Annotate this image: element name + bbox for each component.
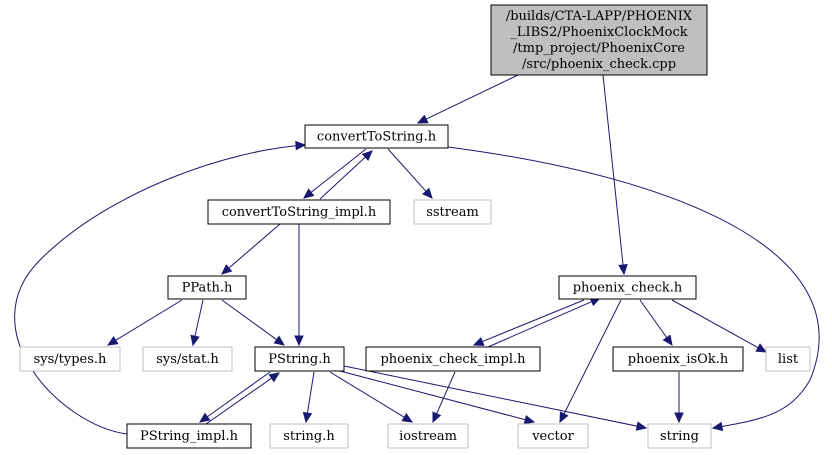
node-box — [304, 124, 449, 149]
node-box — [490, 4, 708, 76]
node-box — [413, 199, 492, 225]
edge-PString_h-to-PString_impl_h — [198, 371, 271, 423]
node-PPath-h[interactable]: PPath.h — [167, 275, 247, 300]
node-box — [647, 423, 712, 449]
node-root[interactable]: /builds/CTA-LAPP/PHOENIX_LIBS2/PhoenixCl… — [490, 4, 708, 76]
node-phoenix-isOk-h[interactable]: phoenix_isOk.h — [612, 346, 744, 372]
node-label: string — [660, 429, 699, 444]
node-convertToString-impl-h[interactable]: convertToString_impl.h — [207, 199, 391, 225]
edge-convertToString_impl_h-to-PString_h — [294, 224, 304, 347]
edge-phoenix_isOk_h-to-string — [674, 372, 684, 424]
edge-convertToString_impl_h-to-PPath_h — [221, 223, 281, 275]
node-PString-impl-h[interactable]: PString_impl.h — [126, 423, 252, 449]
edge-root-to-convertToString_h — [416, 74, 519, 124]
edge-convertToString_h-to-string — [447, 146, 820, 432]
node-label: iostream — [399, 429, 457, 444]
node-box — [765, 346, 811, 372]
edge-PString_impl_h-to-convertToString_h — [14, 140, 307, 435]
node-label: phoenix_check.h — [573, 281, 683, 296]
node-label: list — [778, 352, 799, 367]
node-convertToString-h[interactable]: convertToString.h — [304, 124, 449, 149]
node-label: /src/phoenix_check.cpp — [522, 57, 676, 72]
node-list: list — [765, 346, 811, 372]
edge-convertToString_h-to-sstream — [387, 148, 433, 199]
node-iostream: iostream — [387, 423, 469, 449]
node-box — [269, 423, 349, 449]
node-label: PPath.h — [182, 281, 233, 296]
node-box — [142, 346, 233, 372]
node-label: sys/types.h — [34, 352, 107, 367]
edge-PString_h-to-iostream — [329, 371, 414, 423]
node-box — [207, 199, 391, 225]
edge-phoenix_check_impl_h-to-phoenix_check_h — [487, 297, 602, 348]
edge-root-to-phoenix_check_h — [602, 74, 628, 276]
node-sstream: sstream — [413, 199, 492, 225]
edge-PPath_h-to-sys_stat_h — [190, 299, 204, 347]
node-label: phoenix_check_impl.h — [380, 352, 526, 367]
node-label: PString_impl.h — [140, 429, 239, 444]
edge-phoenix_check_h-to-phoenix_check_impl_h — [472, 299, 585, 346]
edge-convertToString_h-to-convertToString_impl_h — [303, 148, 367, 199]
node-label: sstream — [426, 205, 479, 220]
node-label: convertToString_impl.h — [222, 205, 377, 220]
edge-phoenix_check_h-to-list — [671, 299, 768, 353]
node-box — [126, 423, 252, 449]
node-string: string — [647, 423, 712, 449]
node-PString-h[interactable]: PString.h — [254, 346, 345, 372]
node-box — [558, 275, 697, 300]
node-box — [517, 423, 589, 449]
nodes-layer: /builds/CTA-LAPP/PHOENIX_LIBS2/PhoenixCl… — [19, 4, 811, 449]
node-label: /builds/CTA-LAPP/PHOENIX — [506, 9, 693, 24]
node-sys-types-h: sys/types.h — [19, 346, 121, 372]
node-box — [612, 346, 744, 372]
node-box — [365, 346, 541, 372]
edge-PString_impl_h-to-PString_h — [205, 372, 281, 425]
node-box — [254, 346, 345, 372]
node-box — [19, 346, 121, 372]
edge-phoenix_check_impl_h-to-iostream — [432, 371, 456, 424]
node-box — [167, 275, 247, 300]
node-vector: vector — [517, 423, 589, 449]
edge-PString_h-to-vector — [339, 370, 536, 425]
edge-phoenix_check_h-to-phoenix_isOk_h — [639, 299, 673, 347]
node-string-h: string.h — [269, 423, 349, 449]
node-sys-stat-h: sys/stat.h — [142, 346, 233, 372]
node-label: sys/stat.h — [156, 352, 219, 367]
node-label: /tmp_project/PhoenixCore — [513, 41, 685, 56]
edge-convertToString_impl_h-to-convertToString_h — [319, 150, 373, 200]
node-label: string.h — [283, 429, 335, 444]
edge-phoenix_check_h-to-vector — [559, 299, 622, 424]
edge-PPath_h-to-PString_h — [221, 299, 285, 346]
node-label: phoenix_isOk.h — [628, 352, 729, 367]
node-label: vector — [531, 429, 574, 444]
node-label: convertToString.h — [317, 130, 437, 145]
node-label: PString.h — [268, 352, 331, 367]
edge-PString_h-to-string_h — [302, 371, 315, 424]
edge-PPath_h-to-sys_types_h — [106, 299, 183, 346]
node-phoenix-check-impl-h[interactable]: phoenix_check_impl.h — [365, 346, 541, 372]
node-box — [387, 423, 469, 449]
edges-layer — [14, 74, 820, 435]
edge-PString_h-to-string — [343, 365, 648, 431]
node-label: _LIBS2/PhoenixClockMock — [510, 25, 687, 40]
node-phoenix-check-h[interactable]: phoenix_check.h — [558, 275, 697, 300]
